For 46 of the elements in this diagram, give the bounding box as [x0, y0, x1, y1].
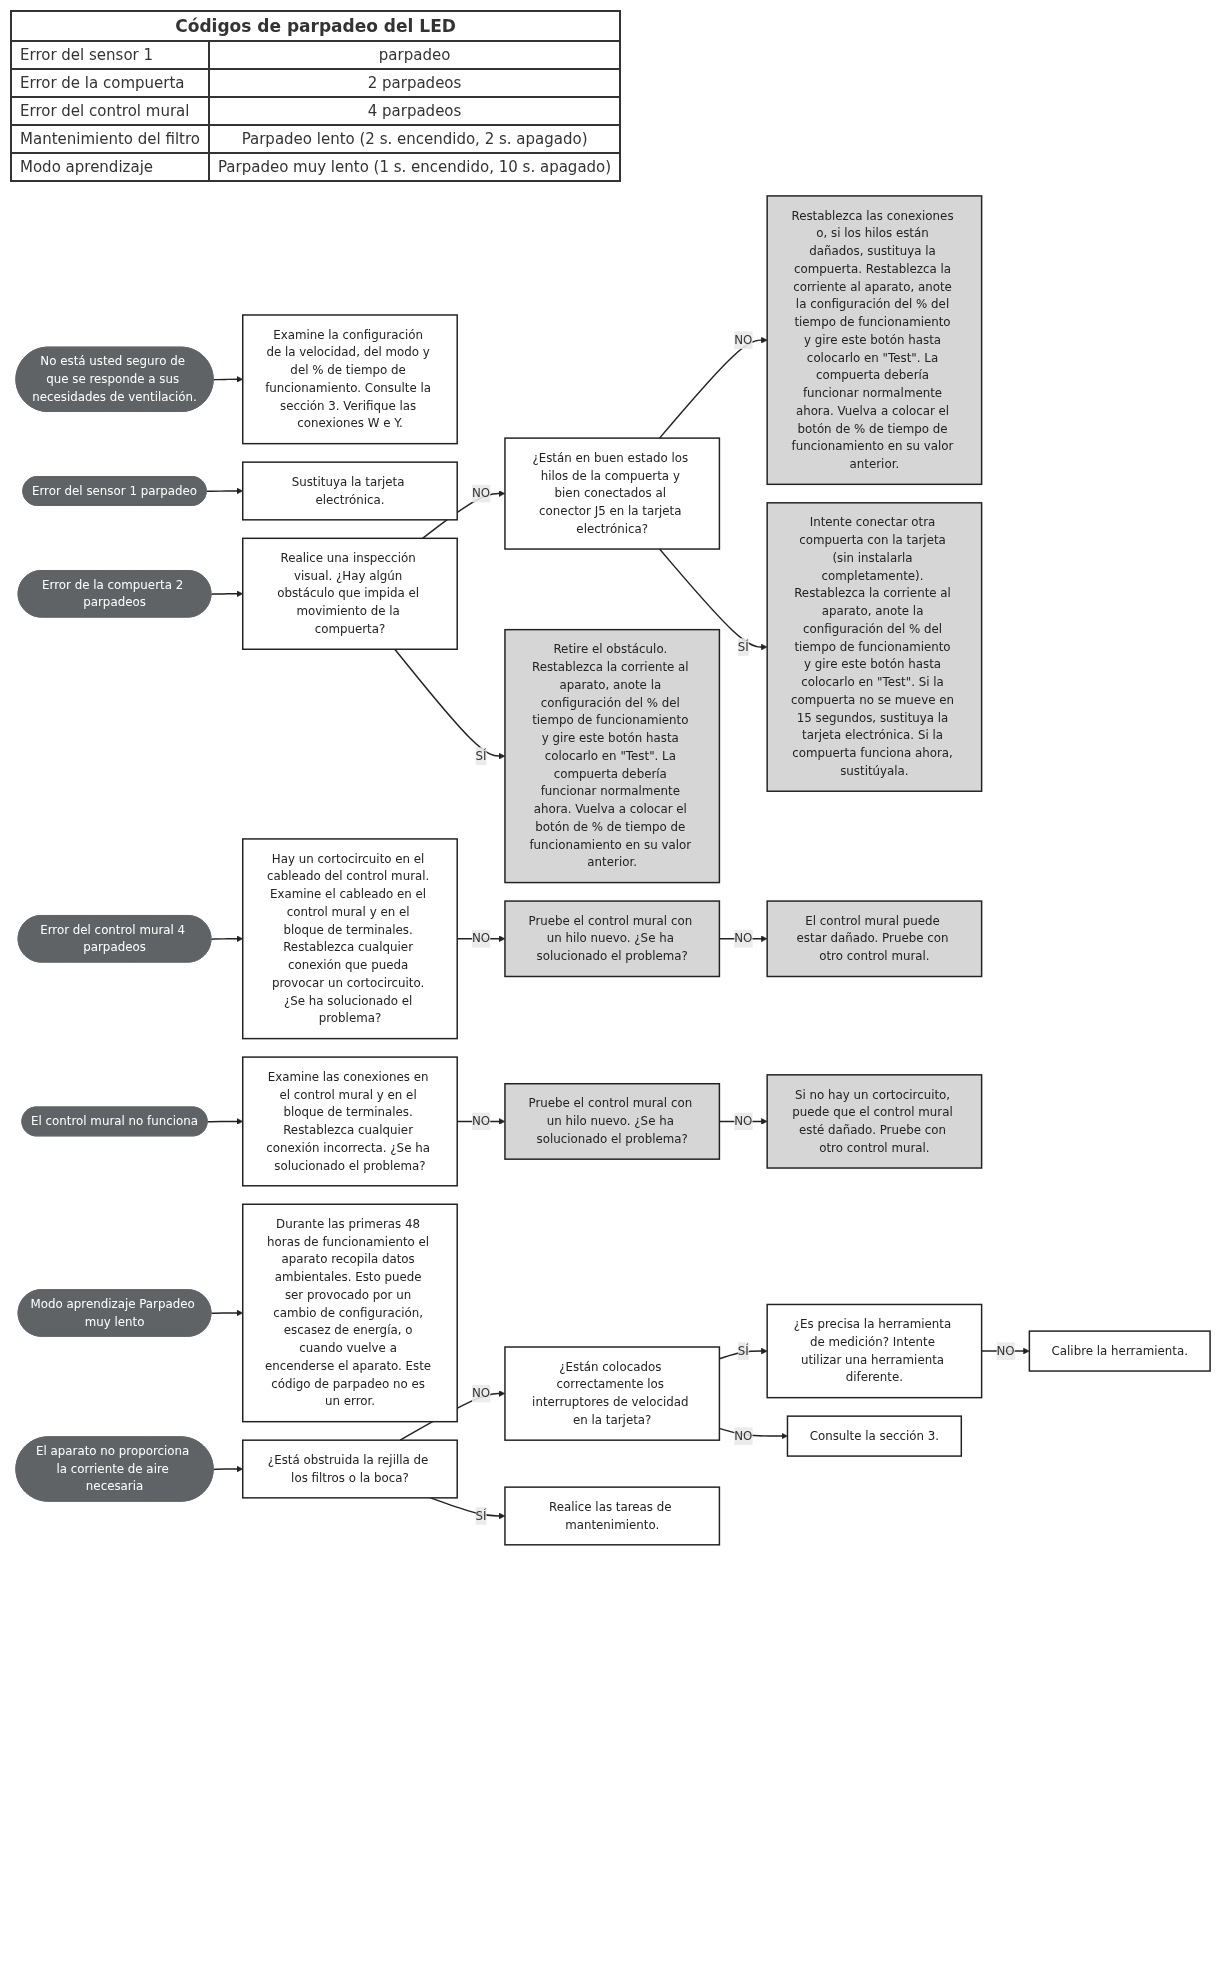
arrow [658, 336, 768, 439]
table-cell: Error de la compuerta [11, 69, 209, 97]
table-heading: Códigos de parpadeo del LED [11, 11, 621, 41]
node-box: Intente conectar otra compuerta con la tarjeta (sin instalarla completamente). Restablezca la corriente al aparato, anote la configuración del % del tiempo de funcionamiento y gire este botón hasta colocarlo en "Test". Si la compuerta no se mueve en 15 segundos, sustituya la tarjeta electrónica. Si la compuerta funciona ahora, sustitúyala. [766, 502, 983, 792]
node-box: Hay un cortocircuito en el cableado del control mural. Examine el cableado en el control mural y en el bloque de terminales. Restablezca cualquier conexión que pueda provocar un cortocircuito. ¿Se ha solucionado el problema? [242, 838, 458, 1040]
edge-label: NO [734, 1114, 753, 1129]
table-cell: Mantenimiento del filtro [11, 125, 209, 153]
node-box: ¿Está obstruida la rejilla de los filtros o la boca? [242, 1439, 458, 1499]
edge-label: NO [734, 332, 753, 347]
node-box: Pruebe el control mural con un hilo nuevo. ¿Se ha solucionado el problema? [504, 1083, 721, 1160]
table-cell: Parpadeo muy lento (1 s. encendido, 10 s. apagado) [208, 153, 621, 181]
edge-label: SÍ [737, 639, 749, 654]
node-box: Restablezca las conexiones o, si los hilos están dañados, sustituya la compuerta. Restablezca la corriente al aparato, anote la configuración del % del tiempo de funcionamiento y gire este botón hasta colocarlo en "Test". La compuerta debería funcionar normalmente ahora. Vuelva a colocar el botón de % de tiempo de funcionamiento en su valor anterior. [766, 195, 983, 486]
node-box: Calibre la herramienta. [1028, 1330, 1211, 1372]
node-box: ¿Están en buen estado los hilos de la compuerta y bien conectados al conector J5 en la tarjeta electrónica? [504, 437, 721, 550]
edge-label: NO [471, 1114, 491, 1129]
table-cell: parpadeo [208, 41, 621, 69]
table-cell: Error del sensor 1 [11, 41, 209, 69]
node-box: Examine las conexiones en el control mural y en el bloque de terminales. Restablezca cualquier conexión incorrecta. ¿Se ha solucionado el problema? [242, 1056, 458, 1187]
edge-label: SÍ [737, 1343, 749, 1358]
edge-label: NO [996, 1343, 1015, 1358]
node-box: ¿Es precisa la herramienta de medición? Intente utilizar una herramienta diferente. [766, 1303, 983, 1399]
node-box: Durante las primeras 48 horas de funcionamiento el aparato recopila datos ambientales. Esto puede ser provocado por un cambio de configuración, escasez de energía, o cuando vuelve a encenderse el aparato. Este código de parpadeo no es un error. [242, 1203, 458, 1423]
node-box: Retire el obstáculo. Restablezca la corriente al aparato, anote la configuración del % del tiempo de funcionamiento y gire este botón hasta colocarlo en "Test". La compuerta debería funcionar normalmente ahora. Vuelva a colocar el botón de % de tiempo de funcionamiento en su valor anterior. [504, 628, 721, 884]
edge-label: NO [734, 1428, 753, 1443]
node-box: Si no hay un cortocircuito, puede que el control mural esté dañado. Pruebe con otro control mural. [766, 1074, 983, 1169]
edge-label: NO [471, 1386, 491, 1401]
arrow [658, 548, 768, 651]
node-box: Examine la configuración de la velocidad, del modo y del % de tiempo de funcionamiento. Consulte la sección 3. Verifique las conexiones W e Y. [242, 314, 458, 445]
table-cell: Parpadeo lento (2 s. encendido, 2 s. apagado) [208, 125, 621, 153]
table-cell: Error del control mural [11, 97, 209, 125]
edge-label: NO [471, 486, 491, 501]
node-box: ¿Están colocados correctamente los interruptores de velocidad en la tarjeta? [504, 1346, 721, 1441]
node-box: Realice una inspección visual. ¿Hay algún obstáculo que impida el movimiento de la compuerta? [242, 537, 458, 650]
node-box: Sustituya la tarjeta electrónica. [242, 461, 458, 521]
edge-label: SÍ [475, 748, 487, 763]
edge-label: NO [734, 931, 753, 946]
table-cell: 2 parpadeos [208, 69, 621, 97]
node-box: Consulte la sección 3. [786, 1415, 963, 1457]
edge-label: SÍ [475, 1508, 487, 1523]
edge-label: NO [471, 931, 491, 946]
table-cell: Modo aprendizaje [11, 153, 209, 181]
table-cell: 4 parpadeos [208, 97, 621, 125]
node-box: Realice las tareas de mantenimiento. [504, 1486, 721, 1546]
node-box: Pruebe el control mural con un hilo nuevo. ¿Se ha solucionado el problema? [504, 900, 721, 978]
node-box: El control mural puede estar dañado. Pruebe con otro control mural. [766, 900, 983, 978]
